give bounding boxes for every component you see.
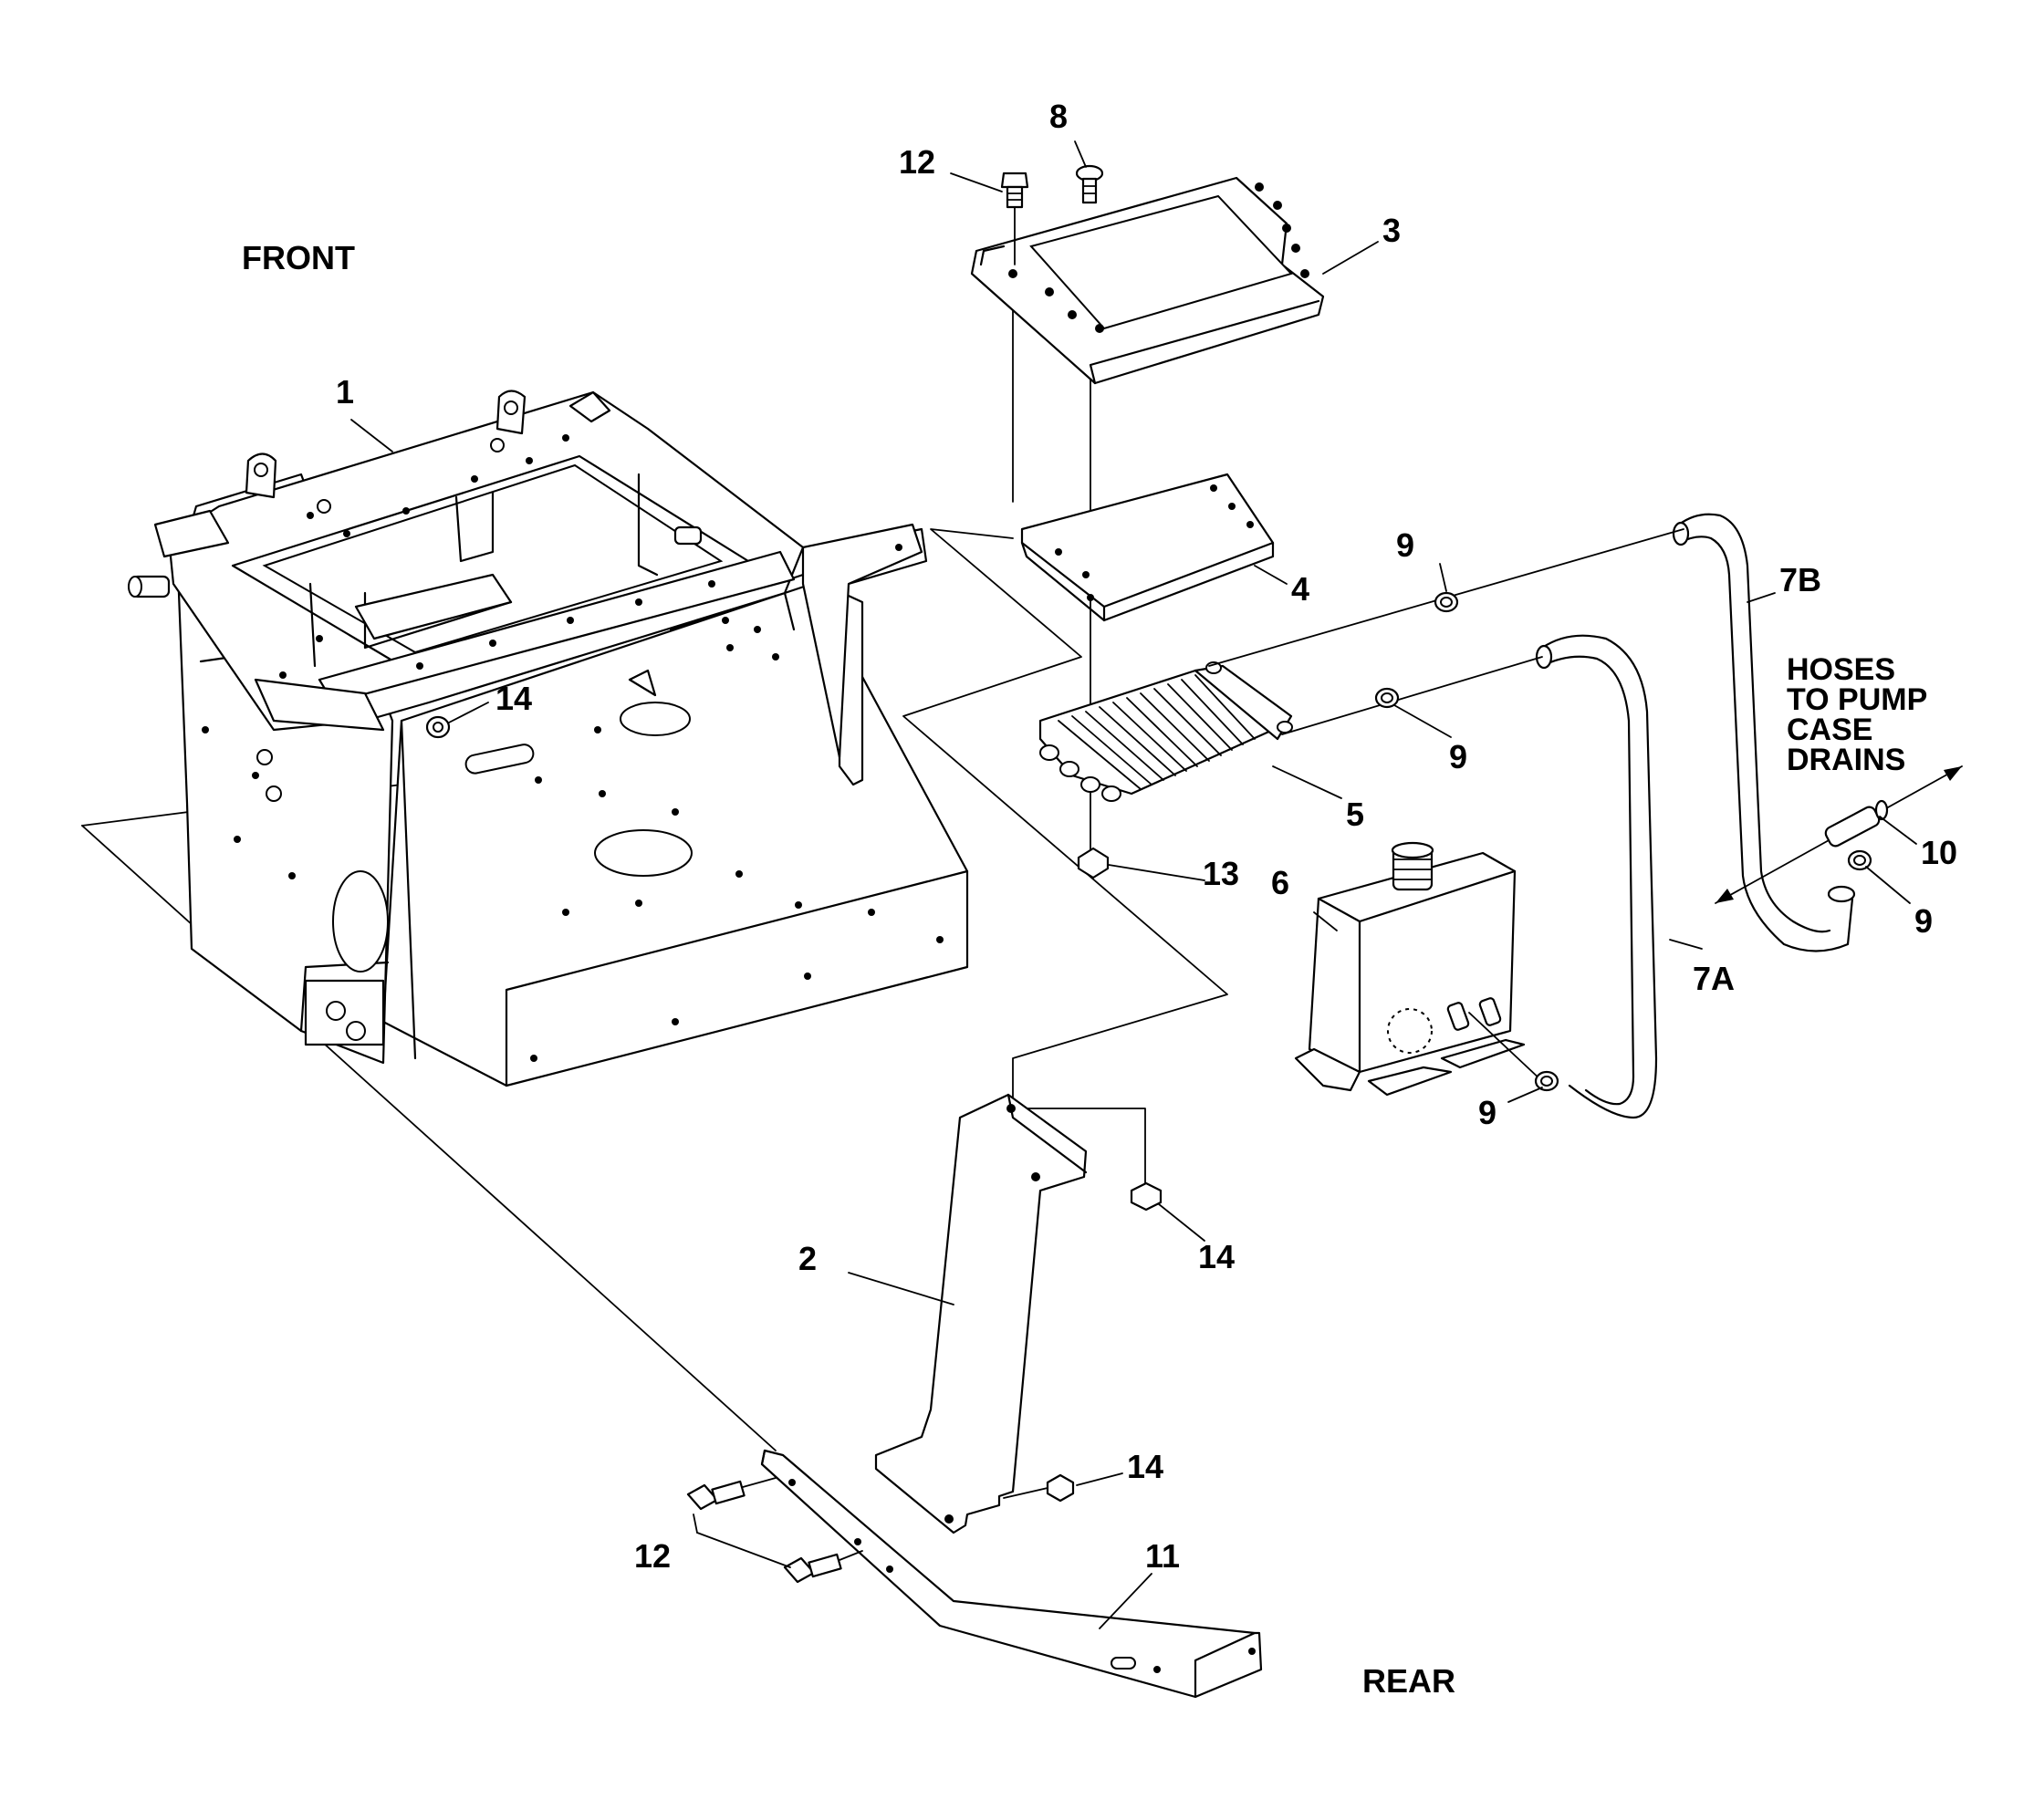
front-label: FRONT — [242, 239, 355, 276]
oil-cooler-part-5 — [1038, 661, 1293, 802]
nut-part-13 — [1077, 847, 1110, 879]
cooler-fins — [1058, 674, 1256, 790]
mounting-plate-part-4 — [1020, 473, 1275, 622]
callout-2: 2 — [798, 1240, 817, 1277]
callout-11: 11 — [1145, 1537, 1180, 1575]
callout-labels: 1 2 3 4 5 6 7A 7B 8 9 9 9 9 10 11 12 12 … — [336, 98, 1957, 1575]
note-line-4: DRAINS — [1787, 743, 1905, 777]
clamp-part-9-tee — [1847, 849, 1872, 871]
leader-lines — [350, 140, 1917, 1629]
clamp-part-9-top — [1434, 591, 1459, 613]
callout-7a: 7A — [1693, 960, 1735, 997]
bolt-part-8 — [1075, 164, 1104, 204]
callout-5: 5 — [1346, 796, 1364, 833]
note-line-2: TO PUMP — [1787, 682, 1927, 717]
callout-1: 1 — [336, 373, 354, 411]
bolt-part-12-top-left — [1000, 172, 1029, 265]
main-frame-part-1 — [128, 390, 969, 1087]
callout-9-tee: 9 — [1914, 902, 1933, 940]
bolt-part-12-lower-a — [686, 1477, 777, 1511]
hose-part-7a — [1535, 634, 1658, 1119]
callout-13: 13 — [1203, 855, 1239, 892]
callout-9-tank: 9 — [1478, 1094, 1496, 1131]
note-line-3: CASE — [1787, 713, 1872, 747]
hoses-note: HOSES TO PUMP CASE DRAINS — [1787, 652, 1927, 777]
rear-label: REAR — [1362, 1662, 1455, 1700]
clamp-part-9-tank — [1534, 1070, 1559, 1092]
bolt-part-12-lower-b — [783, 1550, 863, 1584]
note-line-1: HOSES — [1787, 652, 1895, 687]
callout-12-lower: 12 — [634, 1537, 671, 1575]
rear-bar-part-11 — [760, 1449, 1263, 1699]
hose-part-7b — [1672, 513, 1856, 952]
callout-3: 3 — [1382, 212, 1401, 249]
nut-part-14-lower — [1003, 1473, 1075, 1503]
callout-6: 6 — [1271, 864, 1289, 901]
top-plate-part-3 — [970, 176, 1325, 385]
clamp-part-9-mid — [1374, 687, 1400, 709]
reservoir-tank-part-6 — [1294, 841, 1526, 1097]
callout-4: 4 — [1291, 570, 1309, 608]
callout-9-top: 9 — [1396, 526, 1414, 564]
bracket-part-2 — [874, 1093, 1088, 1534]
callout-14-frame: 14 — [495, 680, 532, 717]
callout-14-lower: 14 — [1127, 1448, 1163, 1485]
callout-14-bracket: 14 — [1198, 1238, 1235, 1275]
callout-8: 8 — [1049, 98, 1068, 135]
callout-12-top: 12 — [899, 143, 935, 181]
nut-part-14-frame — [425, 715, 451, 739]
nut-part-14-bracket — [1130, 1181, 1163, 1212]
callout-9-mid: 9 — [1449, 738, 1467, 775]
callout-10: 10 — [1921, 834, 1957, 871]
callout-7b: 7B — [1779, 561, 1821, 598]
tee-fitting-part-10 — [1824, 799, 1889, 848]
